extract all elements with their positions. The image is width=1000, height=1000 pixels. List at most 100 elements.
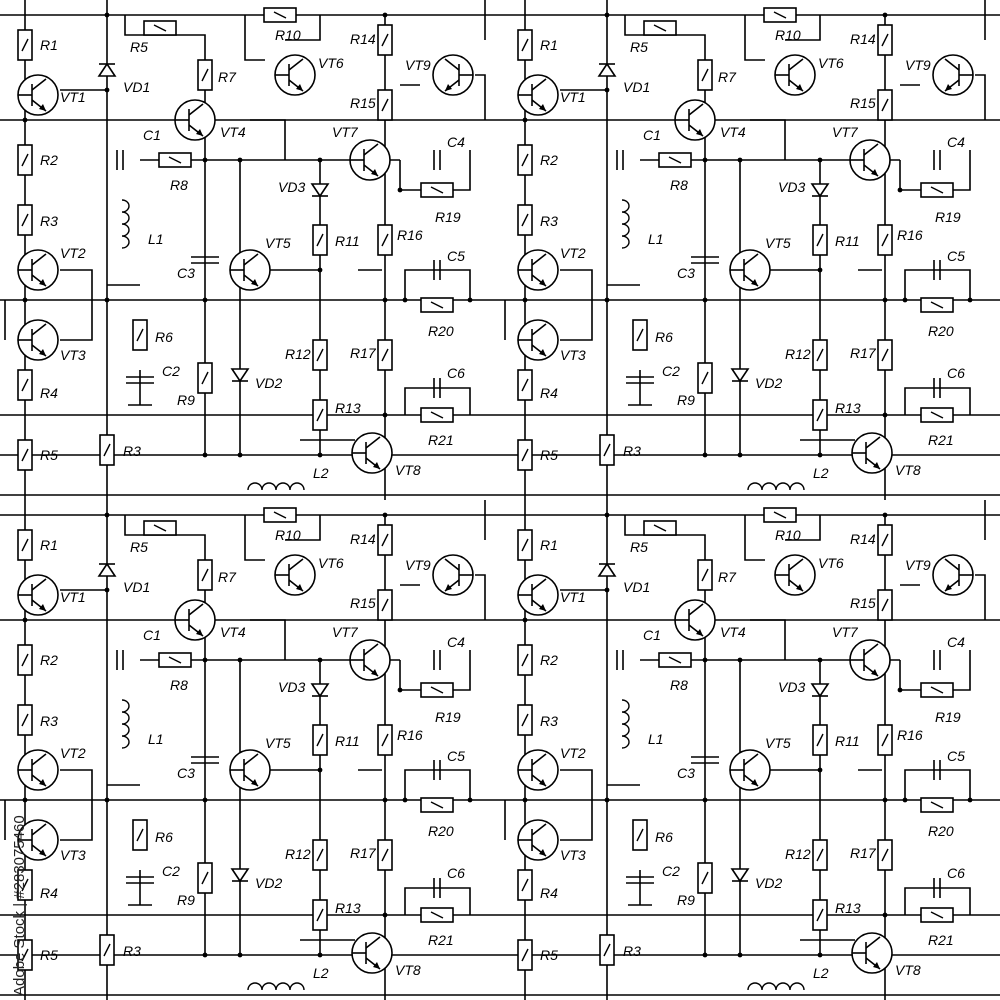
resistor-mark	[430, 801, 444, 809]
component-label-c6: C6	[947, 865, 965, 881]
junction-dot	[817, 952, 823, 958]
resistor-mark	[316, 408, 324, 422]
resistor-mark	[136, 828, 144, 842]
component-label-r2: R2	[40, 152, 58, 168]
component-label-r4: R4	[40, 385, 58, 401]
junction-dot	[22, 617, 28, 623]
resistor-mark	[136, 328, 144, 342]
component-label-r4: R4	[540, 885, 558, 901]
diode-vd2	[730, 368, 750, 383]
junction-dot	[702, 952, 708, 958]
component-label-r19: R19	[435, 709, 461, 725]
junction-dot	[467, 797, 473, 803]
resistor-mark	[521, 713, 529, 727]
wire	[404, 387, 471, 415]
resistor-mark	[930, 911, 944, 919]
resistor-mark	[316, 908, 324, 922]
resistor-mark	[381, 848, 389, 862]
component-label-vt8: VT8	[395, 462, 421, 478]
junction-dot	[382, 12, 388, 18]
junction-dot	[702, 797, 708, 803]
resistor-mark	[153, 24, 167, 32]
component-label-l2: L2	[313, 965, 329, 981]
resistor-mark	[430, 186, 444, 194]
emitter-arrow	[751, 279, 758, 286]
emitter-arrow	[251, 779, 258, 786]
component-label-c5: C5	[447, 748, 465, 764]
emitter-arrow	[696, 629, 703, 636]
component-label-vd1: VD1	[123, 79, 150, 95]
transistor-collector	[365, 436, 381, 449]
component-label-vt8: VT8	[895, 962, 921, 978]
component-label-vd1: VD1	[623, 79, 650, 95]
emitter-arrow	[539, 279, 546, 286]
component-label-vt1: VT1	[60, 89, 86, 105]
component-label-c4: C4	[947, 134, 965, 150]
emitter-arrow	[539, 349, 546, 356]
component-label-r10: R10	[775, 527, 801, 543]
component-label-r4: R4	[540, 385, 558, 401]
junction-dot	[702, 657, 708, 663]
component-label-vt3: VT3	[560, 847, 586, 863]
transistor-collector	[865, 436, 881, 449]
transistor-collector	[243, 253, 259, 266]
transistor-collector	[531, 323, 547, 336]
resistor-mark	[881, 598, 889, 612]
junction-dot	[237, 952, 243, 958]
component-label-vt6: VT6	[818, 55, 844, 71]
inductor-l2	[247, 482, 305, 491]
resistor-mark	[21, 448, 29, 462]
emitter-arrow	[445, 584, 452, 591]
junction-dot	[522, 797, 528, 803]
resistor-mark	[21, 653, 29, 667]
component-label-r10: R10	[775, 27, 801, 43]
transistor-collector	[31, 823, 47, 836]
schematic-tile-2: R1R2R3R4R5R6R7R9R11R12R13R14R15R16R17R3R…	[500, 0, 1000, 500]
junction-dot	[317, 452, 323, 458]
transistor-collector	[31, 78, 47, 91]
resistor-mark	[521, 38, 529, 52]
component-label-r14: R14	[850, 531, 876, 547]
component-label-r11: R11	[335, 733, 360, 749]
component-label-c6: C6	[447, 365, 465, 381]
component-label-r5: R5	[130, 39, 148, 55]
component-label-l2: L2	[313, 465, 329, 481]
resistor-mark	[930, 686, 944, 694]
junction-dot	[382, 297, 388, 303]
junction-dot	[317, 657, 323, 663]
resistor-mark	[636, 828, 644, 842]
emitter-arrow	[696, 129, 703, 136]
transistor-collector	[531, 823, 547, 836]
transistor-collector	[288, 558, 304, 571]
component-label-c1: C1	[143, 627, 161, 643]
junction-dot	[397, 687, 403, 693]
transistor-collector	[863, 143, 879, 156]
component-label-l2: L2	[813, 965, 829, 981]
junction-dot	[237, 157, 243, 163]
emitter-arrow	[39, 279, 46, 286]
resistor-mark	[21, 538, 29, 552]
component-label-r9: R9	[177, 892, 195, 908]
junction-dot	[202, 657, 208, 663]
component-label-r3: R3	[40, 213, 58, 229]
component-label-vt4: VT4	[220, 624, 246, 640]
junction-dot	[817, 157, 823, 163]
resistor-mark	[273, 511, 287, 519]
component-label-r12: R12	[285, 346, 311, 362]
resistor-mark	[701, 371, 709, 385]
junction-dot	[202, 452, 208, 458]
resistor-mark	[381, 533, 389, 547]
junction-dot	[897, 187, 903, 193]
transistor-collector	[865, 936, 881, 949]
component-label-r6: R6	[155, 829, 173, 845]
component-label-r1: R1	[40, 537, 58, 553]
emitter-arrow	[945, 84, 952, 91]
resistor-mark	[21, 213, 29, 227]
transistor-collector	[743, 253, 759, 266]
component-label-r16: R16	[397, 727, 423, 743]
wire	[60, 269, 93, 341]
component-label-r21: R21	[928, 932, 954, 948]
transistor-collector	[531, 253, 547, 266]
component-label-c2: C2	[662, 863, 680, 879]
